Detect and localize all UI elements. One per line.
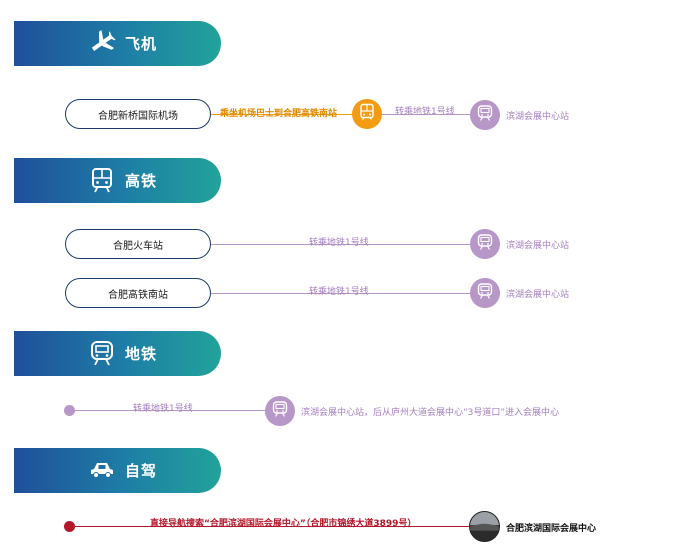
route-step-label: 转乘地铁1号线 [309,238,369,248]
metro-icon [476,233,494,255]
route-line-red [75,526,470,527]
bus-station-node [352,99,382,129]
start-dot [64,521,75,532]
origin-pill: 合肥火车站 [65,229,211,259]
section-title: 地铁 [125,345,158,363]
destination-label: 滨湖会展中心站 [506,241,570,251]
route-step-label: 直接导航搜索“合肥滨湖国际会展中心”（合肥市锦绣大道3899号） [150,519,417,529]
car-icon [88,456,116,484]
section-banner-hsr: 高铁 [14,158,221,203]
start-dot [64,405,75,416]
train-icon [88,166,116,194]
metro-icon [476,282,494,304]
route-step-label: 转乘地铁1号线 [133,404,193,414]
metro-station-node [470,229,500,259]
section-banner-plane: 飞机 [14,21,221,66]
section-title: 高铁 [125,172,158,190]
route-line-orange [211,114,353,115]
airplane-icon [88,29,116,57]
destination-label: 合肥滨湖国际会展中心 [506,524,597,534]
destination-label: 滨湖会展中心站，后从庐州大道会展中心“3号道口”进入会展中心 [301,408,560,418]
metro-station-node [470,278,500,308]
route-step-label: 乘坐机场巴士到合肥高铁南站 [220,109,338,119]
section-title: 自驾 [125,462,158,480]
section-title: 飞机 [125,35,158,53]
origin-pill: 合肥新桥国际机场 [65,99,211,129]
route-line-purple [211,293,470,294]
destination-label: 滨湖会展中心站 [506,112,570,122]
section-banner-metro: 地铁 [14,331,221,376]
bus-icon [358,103,376,125]
route-step-label: 转乘地铁1号线 [395,107,455,117]
route-line-purple [382,114,470,115]
metro-station-node [265,396,295,426]
origin-label: 合肥火车站 [113,240,163,252]
metro-icon [476,104,494,126]
metro-icon [88,339,116,367]
destination-label: 滨湖会展中心站 [506,290,570,300]
metro-icon [271,400,289,422]
route-line-purple [211,244,470,245]
route-line-purple [75,410,265,411]
origin-pill: 合肥高铁南站 [65,278,211,308]
origin-label: 合肥新桥国际机场 [98,110,178,122]
route-step-label: 转乘地铁1号线 [309,287,369,297]
venue-photo [469,511,500,542]
section-banner-drive: 自驾 [14,448,221,493]
metro-station-node [470,100,500,130]
origin-label: 合肥高铁南站 [108,289,168,301]
